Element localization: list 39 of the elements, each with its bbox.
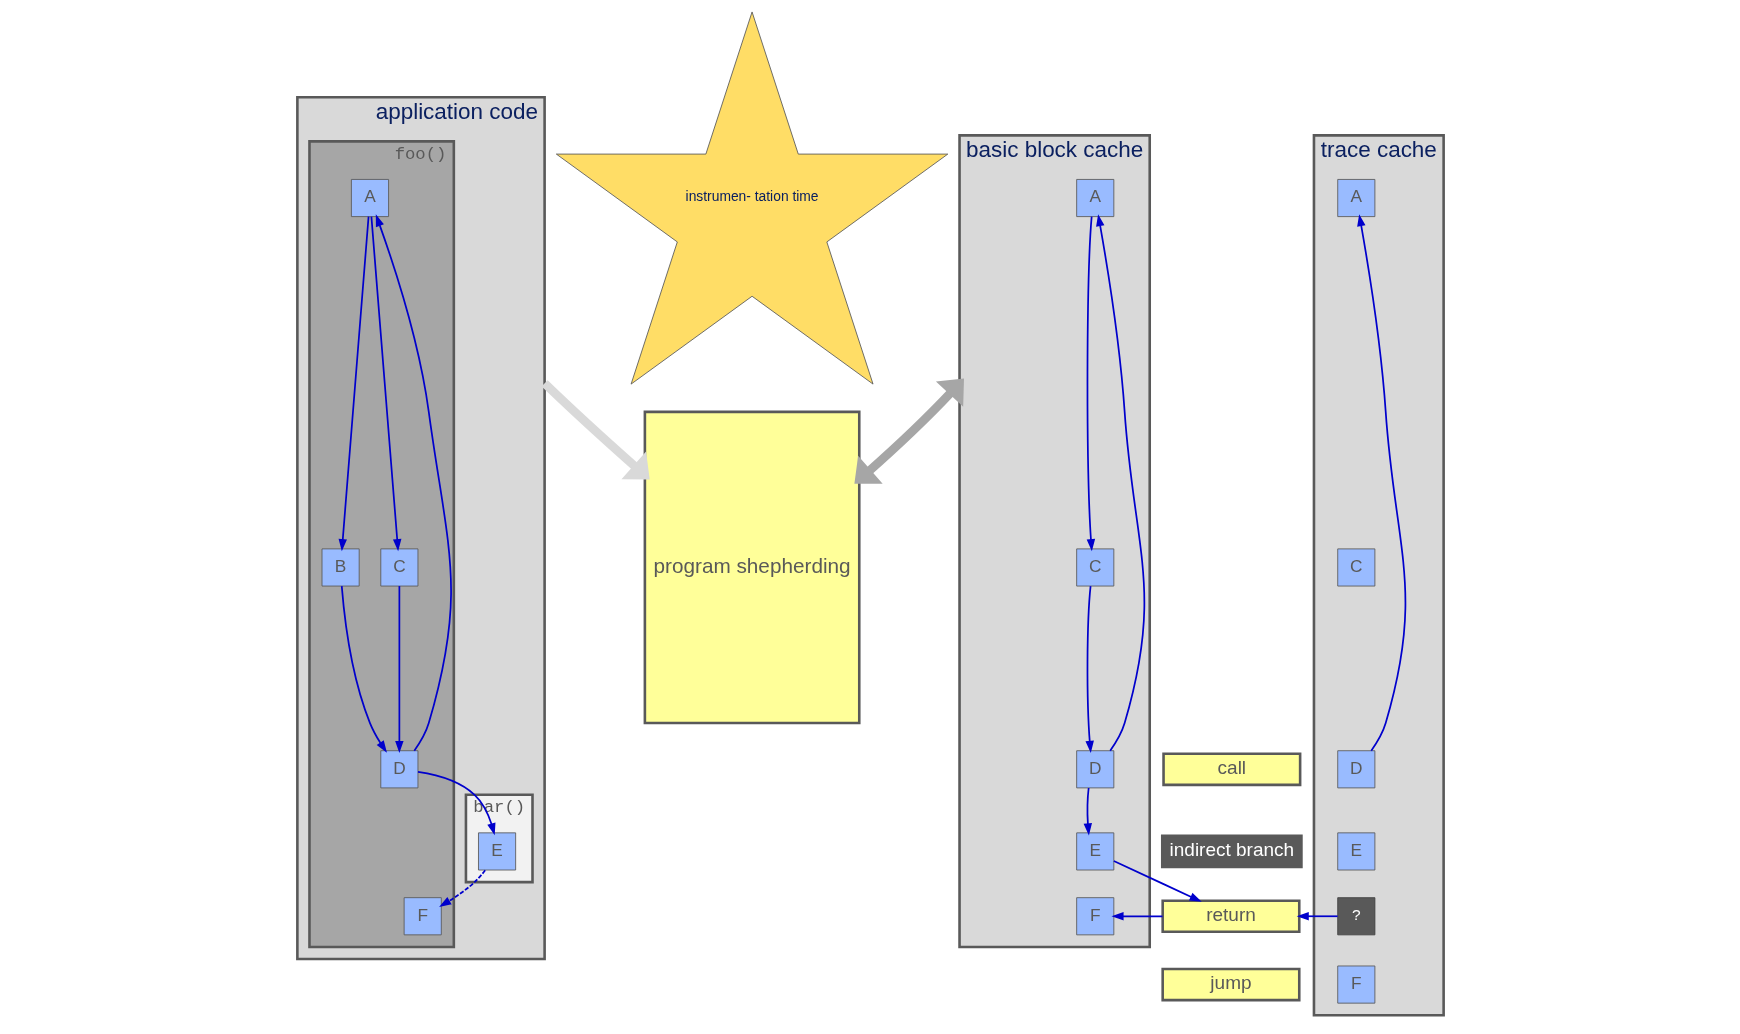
node-box: F [403, 897, 442, 936]
arrow [375, 214, 452, 752]
node-box: ? [1336, 897, 1375, 936]
node-box: C [379, 548, 418, 587]
node-box: jump [1160, 967, 1301, 1002]
node-box: D [1336, 750, 1375, 789]
arrow [1110, 912, 1163, 921]
node-box: C [1336, 548, 1375, 587]
arrow [1084, 585, 1094, 754]
node-box: return [1160, 899, 1301, 934]
arrow [1086, 215, 1095, 552]
arrow [1112, 860, 1202, 902]
arrow [416, 771, 495, 836]
node-box: A [1336, 179, 1375, 218]
node-box: E [1336, 832, 1375, 871]
arrow [370, 215, 401, 552]
arrow [338, 215, 369, 552]
node-box: B [321, 548, 360, 587]
node-box: call [1161, 752, 1301, 787]
arrow [1083, 787, 1092, 836]
node-box: E [1075, 832, 1114, 871]
node-box: program shepherding [643, 410, 861, 725]
arrow [438, 869, 486, 907]
node-box: C [1075, 548, 1114, 587]
node-box: indirect branch [1160, 834, 1303, 869]
arrow [1356, 214, 1406, 752]
arrow [1095, 214, 1145, 752]
node-box: F [1075, 897, 1114, 936]
arrow [394, 585, 404, 754]
node-box: A [350, 179, 389, 218]
node-box: F [1336, 965, 1375, 1004]
arrow [853, 378, 964, 484]
arrow [540, 379, 650, 480]
node-box: E [477, 832, 516, 871]
node-box: D [379, 750, 418, 789]
node-box: A [1075, 179, 1114, 218]
arrow [340, 585, 387, 753]
arrow [1296, 912, 1338, 921]
node-box: D [1075, 750, 1114, 789]
